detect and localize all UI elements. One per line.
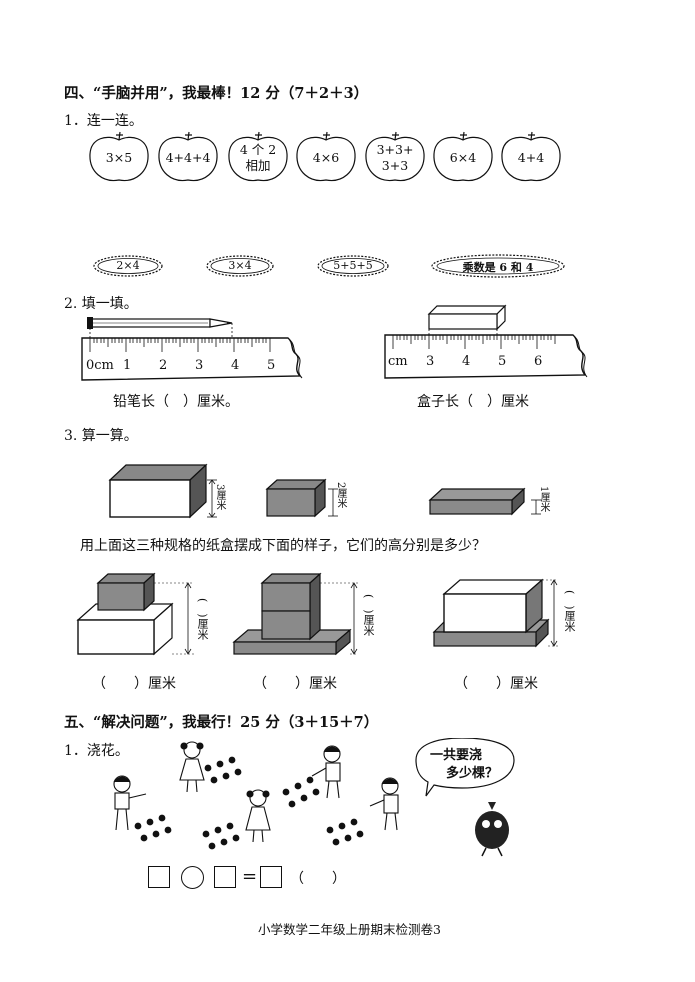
apple-icon (433, 131, 493, 182)
box-1cm-drawing (428, 487, 541, 516)
apple-line1: 4+4+4 (165, 150, 211, 165)
apple-icon (158, 131, 218, 182)
stack-2-drawing (232, 572, 358, 656)
apple-icon (228, 131, 288, 182)
stack-1-drawing (76, 572, 194, 656)
equation-box-2[interactable] (214, 866, 236, 888)
watering-scene (113, 737, 515, 857)
q1-label: 1．连一连。 (64, 113, 143, 129)
box-2cm-label: 2厘米 (335, 482, 346, 509)
apple-line1: 4×6 (312, 150, 340, 165)
oval-text: 3×4 (228, 259, 252, 272)
answer-oval: 2×4 (92, 254, 164, 278)
oval-shape (317, 255, 389, 277)
apple-card: 4 个 2 相加 (226, 130, 290, 186)
apple-icon (501, 131, 561, 182)
apple-icon (365, 131, 425, 182)
apple-card: 3×5 (87, 130, 151, 186)
box-3cm: 3厘米 (108, 462, 238, 522)
ruler1-tick-label: 5 (267, 358, 276, 373)
apple-line1: 3×5 (105, 150, 133, 165)
watering-illustration: 一共要浇 多少棵？ (100, 737, 540, 858)
ruler2-tick-label: 4 (462, 354, 471, 369)
stack-1: ( )厘米 (74, 568, 224, 658)
oval-shape (431, 254, 565, 278)
page-footer: 小学数学二年级上册期末检测卷3 (258, 922, 441, 937)
ruler1-tick-label: 0cm (86, 358, 114, 373)
box-caption: 盒子长（ ）厘米 (417, 394, 529, 410)
ruler2-tick-label: 5 (498, 354, 507, 369)
box-ruler-figure: cm 3 4 5 6 (383, 300, 613, 390)
box-3cm-drawing (108, 463, 217, 519)
stack-2-side-label: ( )厘米 (362, 594, 375, 636)
apple-card: 3+3+ 3+3 (363, 130, 427, 186)
box-3cm-label: 3厘米 (214, 484, 225, 511)
oval-text: 5+5+5 (333, 259, 373, 272)
stack-1-answer: （ ）厘米 (92, 676, 176, 692)
apple-line1: 4+4 (517, 150, 545, 165)
box-ruler-drawing (384, 304, 588, 379)
operator-circle[interactable] (181, 866, 204, 889)
apple-card: 4×6 (294, 130, 358, 186)
stack-3-drawing (432, 578, 558, 648)
unit-paren: （ ） (290, 871, 346, 887)
stack-2: ( )厘米 (230, 568, 380, 658)
answer-oval: 乘数是 6 和 4 (430, 253, 566, 279)
apple-card: 4+4+4 (156, 130, 220, 186)
pencil-caption: 铅笔长（ ）厘米。 (113, 394, 239, 410)
ruler1-tick-label: 2 (159, 358, 168, 373)
answer-oval: 5+5+5 (316, 254, 390, 278)
pencil-ruler-figure: 0cm 1 2 3 4 5 (80, 310, 320, 390)
apple-icon (89, 131, 149, 182)
answer-oval: 3×4 (205, 254, 275, 278)
apple-card: 6×4 (431, 130, 495, 186)
speech-line-2: 多少棵？ (446, 766, 499, 781)
apple-icon (296, 131, 356, 182)
apple-card: 4+4 (499, 130, 563, 186)
box-1cm-label: 1厘米 (538, 486, 549, 513)
q3-label: 3. 算一算。 (64, 428, 138, 444)
box-2cm-drawing (265, 478, 338, 518)
stack-1-side-label: ( )厘米 (196, 598, 209, 640)
stack-3-answer: （ ）厘米 (454, 676, 538, 692)
ruler1-tick-label: 3 (195, 358, 204, 373)
apple-line1: 4 个 2 (239, 142, 277, 157)
box-1cm: 1厘米 (428, 486, 558, 522)
section-4-title: 四、“手脑并用”，我最棒！12 分（7＋2＋3） (64, 85, 369, 102)
ruler2-tick-label: 3 (426, 354, 435, 369)
stack-3: ( )厘米 (430, 568, 590, 658)
oval-text: 乘数是 6 和 4 (462, 261, 534, 274)
stack-2-answer: （ ）厘米 (253, 676, 337, 692)
box-2cm: 2厘米 (265, 478, 365, 522)
oval-text: 2×4 (116, 259, 140, 272)
q2-label: 2. 填一填。 (64, 296, 138, 312)
ruler1-tick-label: 1 (123, 358, 132, 373)
speech-line-1: 一共要浇 (430, 748, 483, 763)
equation-row: = （ ） (148, 866, 428, 890)
apple-line1: 3+3+ (376, 142, 414, 157)
q3-question: 用上面这三种规格的纸盒摆成下面的样子，它们的高分别是多少？ (80, 538, 486, 554)
section-5-title: 五、“解决问题”，我最行！25 分（3＋15＋7） (64, 714, 379, 731)
apple-line1: 6×4 (449, 150, 477, 165)
oval-shape (206, 255, 274, 277)
oval-shape (93, 255, 163, 277)
ruler2-tick-label: cm (388, 354, 408, 369)
apple-line2: 相加 (245, 158, 271, 173)
equals-sign: = (242, 866, 258, 887)
ruler1-tick-label: 4 (231, 358, 240, 373)
apple-line2: 3+3 (381, 158, 409, 173)
equation-result-box[interactable] (260, 866, 282, 888)
stack-3-side-label: ( )厘米 (563, 590, 576, 632)
pencil-ruler-drawing (81, 317, 303, 381)
q5-1-label: 1．浇花。 (64, 743, 129, 759)
ruler2-tick-label: 6 (534, 354, 543, 369)
equation-box-1[interactable] (148, 866, 170, 888)
